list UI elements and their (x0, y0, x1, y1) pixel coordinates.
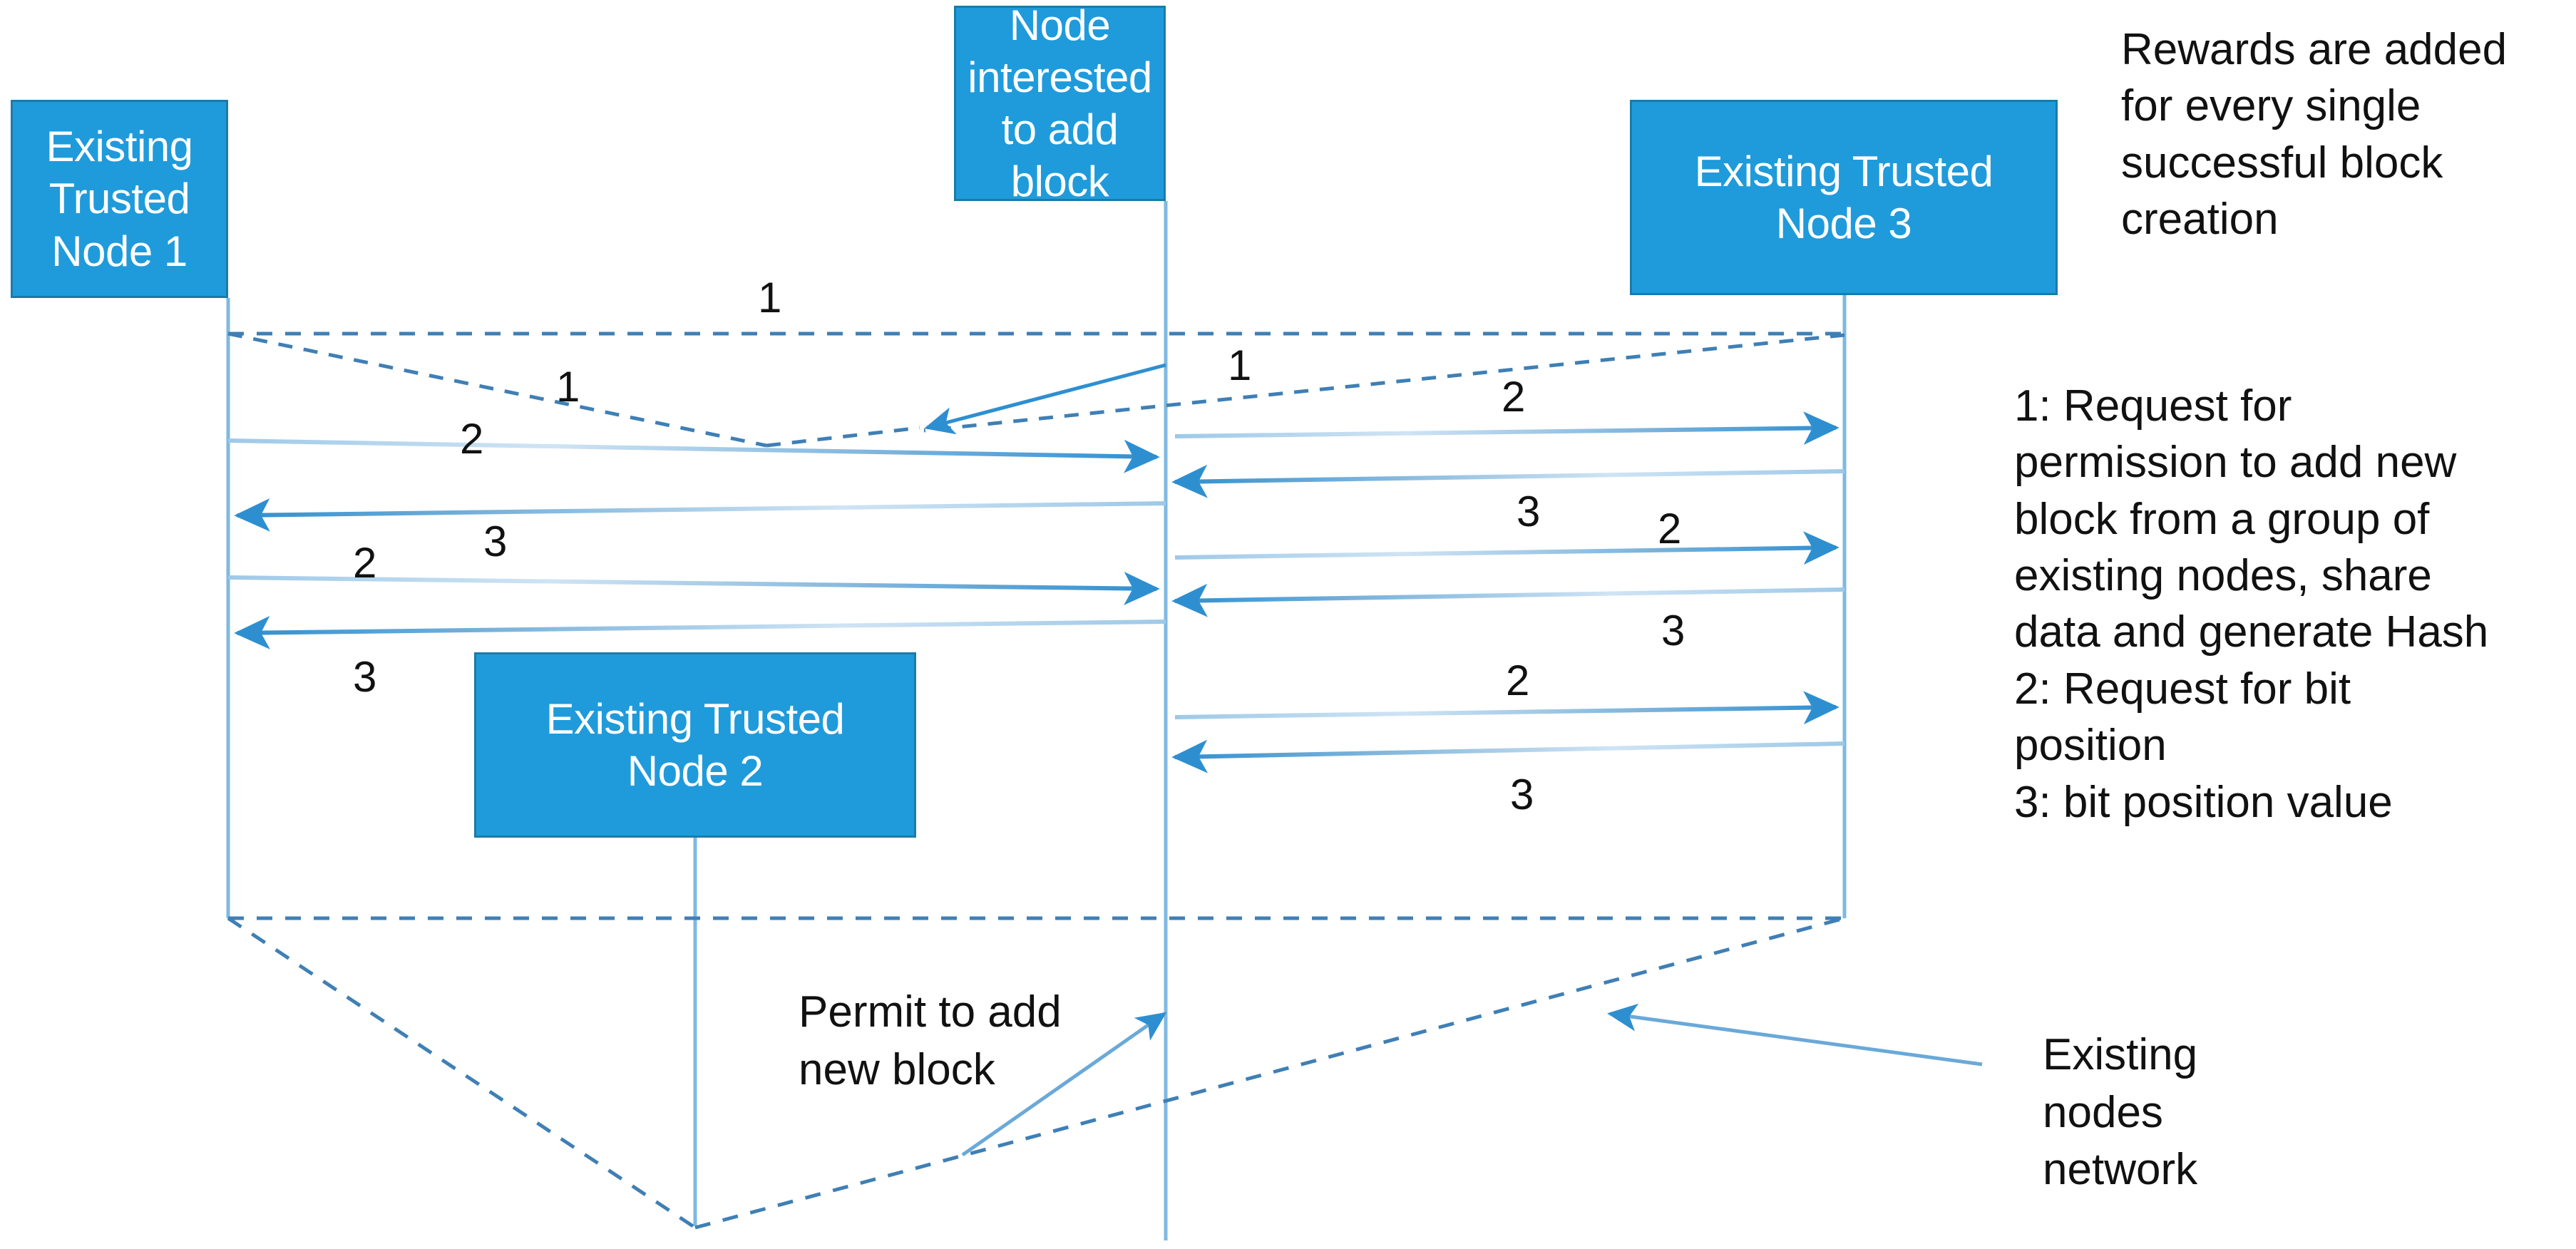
seq-label-2-left-a: 2 (460, 415, 484, 463)
annotation-rewards: Rewards are added for every single succe… (2121, 25, 2508, 245)
message-1-dashed-left (227, 331, 920, 448)
existing-nodes-network-boundary (227, 331, 1845, 1230)
node3-label-line1: Existing Trusted (1694, 147, 1993, 195)
seq-label-3-left-a: 3 (483, 518, 508, 565)
node1-label-line1: Existing Trusted (46, 123, 193, 223)
node-box-node-interested-to-add-block[interactable]: Node interested to add block (954, 1, 1166, 205)
center-node-label-line1: Node interested (968, 1, 1152, 101)
node3-label-line2: Node 3 (1775, 200, 1912, 247)
message-1-arrow-to-center (924, 363, 1166, 435)
seq-label-2-right-a: 2 (1502, 373, 1526, 421)
message-1-dashed-right (923, 333, 1845, 433)
seq-label-2-left-b: 2 (353, 539, 377, 587)
seq-label-1-mid: 1 (556, 363, 580, 411)
center-node-label-line2: to add block (1001, 106, 1119, 206)
msg-right-2a (1174, 411, 1839, 445)
existing-network-callout-arrow (1607, 1003, 1983, 1066)
msg-right-2b (1174, 531, 1839, 565)
msg-left-3b (234, 616, 1166, 649)
msg-left-2b (227, 572, 1160, 605)
seq-label-2-right-b: 2 (1658, 505, 1682, 552)
annotation-existing-nodes-network: Existing nodes network (2043, 1030, 2198, 1195)
msg-right-3a (1171, 464, 1845, 498)
seq-label-1-right: 1 (1228, 341, 1252, 389)
annotation-legend: 1: Request for permission to add new blo… (2014, 381, 2489, 827)
node-box-existing-trusted-node-2[interactable]: Existing Trusted Node 2 (474, 652, 916, 838)
seq-label-3-right-c: 3 (1510, 771, 1534, 818)
seq-label-3-right-b: 3 (1661, 607, 1685, 654)
permit-callout-arrow (961, 1012, 1167, 1157)
node-box-existing-trusted-node-3[interactable]: Existing Trusted Node 3 (1630, 100, 2058, 295)
seq-label-1-top: 1 (758, 274, 782, 322)
node2-label-line2: Node 2 (627, 747, 764, 795)
seq-label-2-right-c: 2 (1506, 657, 1530, 704)
annotation-permit-to-add-new-block: Permit to add new block (799, 987, 1062, 1094)
node1-label-line2: Node 1 (51, 227, 188, 275)
msg-left-2a (227, 438, 1160, 473)
lifelines (226, 201, 1847, 1240)
seq-label-3-left-b: 3 (353, 653, 377, 701)
msg-right-3b (1171, 583, 1845, 617)
node-box-existing-trusted-node-1[interactable]: Existing Trusted Node 1 (11, 100, 228, 298)
msg-left-3a (234, 498, 1166, 532)
node2-label-line1: Existing Trusted (545, 694, 845, 743)
msg-right-2c (1174, 691, 1839, 725)
msg-right-3c (1171, 739, 1845, 773)
seq-label-3-right-a: 3 (1517, 488, 1541, 535)
